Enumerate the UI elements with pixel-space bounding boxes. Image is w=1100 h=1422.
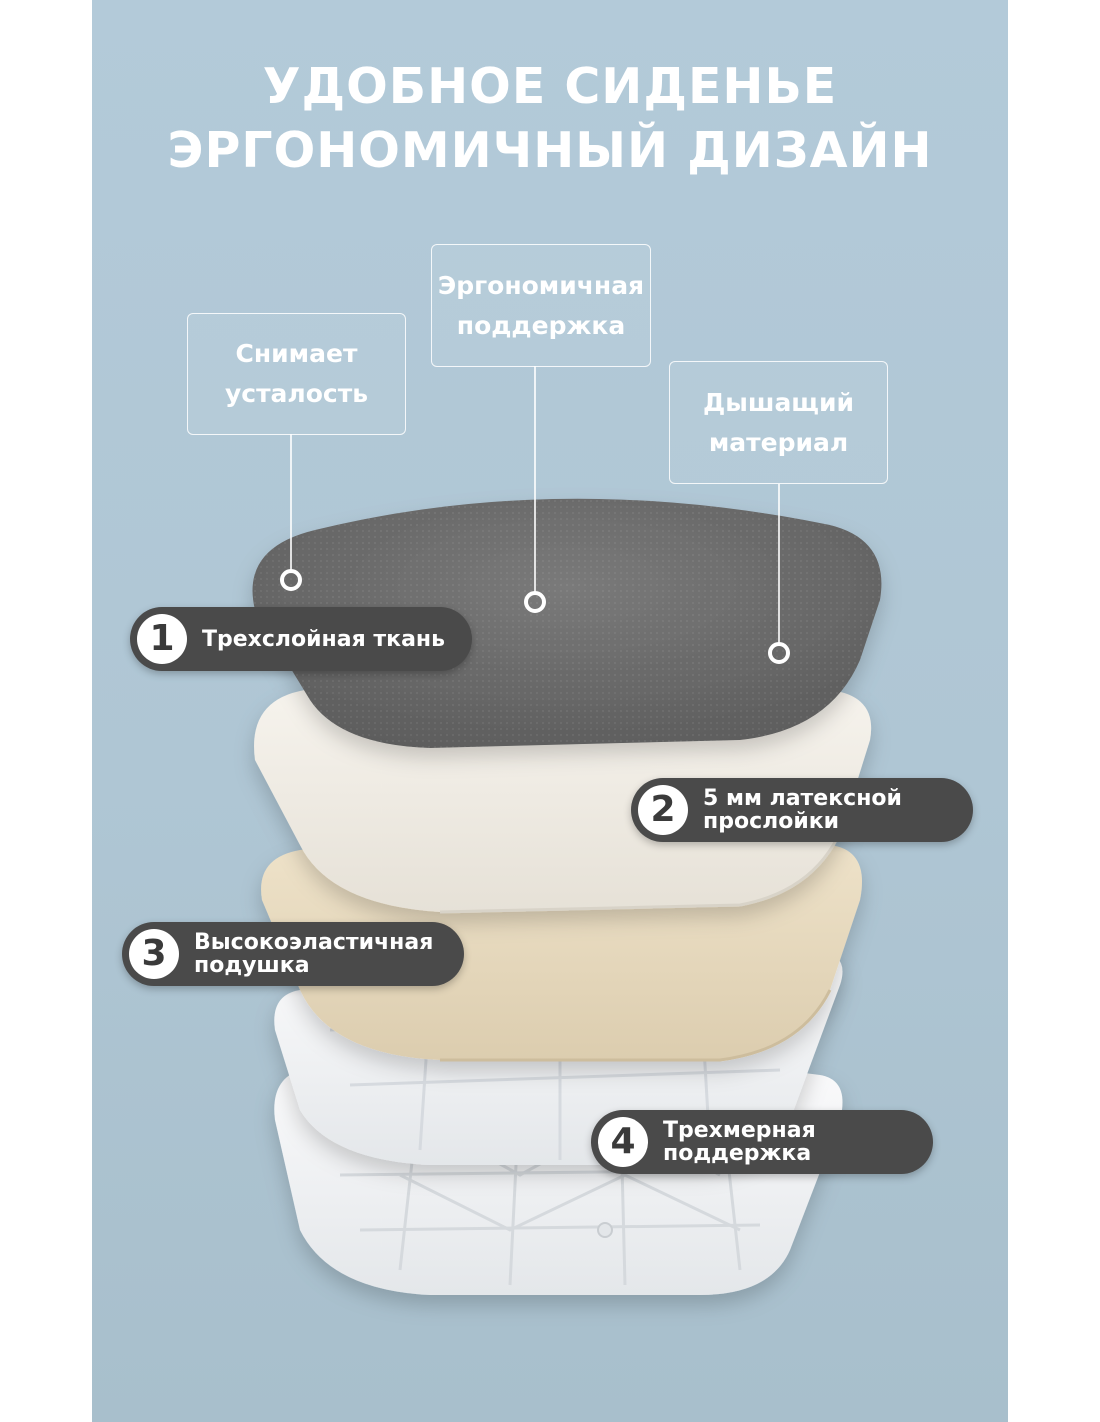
callout-marker-2 bbox=[524, 591, 546, 613]
callout-text: Дышащий bbox=[703, 387, 854, 417]
headline-line-1: УДОБНОЕ СИДЕНЬЕ bbox=[262, 58, 838, 115]
callout-text: поддержка bbox=[456, 310, 626, 340]
layer-number-badge: 3 bbox=[129, 929, 179, 979]
layer-label-1: 1 Трехслойная ткань bbox=[130, 607, 472, 671]
layer-label-text: 5 мм латексной прослойки bbox=[703, 778, 902, 842]
fabric-top-layer bbox=[252, 498, 882, 748]
layer-label-2: 2 5 мм латексной прослойки bbox=[631, 778, 973, 842]
headline-line-2: ЭРГОНОМИЧНЫЙ ДИЗАЙН bbox=[167, 122, 933, 179]
layer-label-line: прослойки bbox=[703, 809, 840, 834]
layer-label-line: поддержка bbox=[663, 1141, 812, 1166]
callout-text: Эргономичная bbox=[437, 270, 645, 300]
callout-marker-3 bbox=[768, 642, 790, 664]
layer-label-line: 5 мм латексной bbox=[703, 786, 902, 811]
callout-connectors bbox=[290, 366, 780, 643]
layer-number-badge: 4 bbox=[598, 1117, 648, 1167]
callout-fatigue-relief: Снимает усталость bbox=[187, 313, 406, 435]
layer-number-badge: 1 bbox=[137, 614, 187, 664]
layer-label-text: Трехмерная поддержка bbox=[663, 1110, 816, 1174]
layer-label-4: 4 Трехмерная поддержка bbox=[591, 1110, 933, 1174]
layer-label-3: 3 Высокоэластичная подушка bbox=[122, 922, 464, 986]
layer-label-text: Трехслойная ткань bbox=[202, 607, 445, 671]
layer-label-line: подушка bbox=[194, 953, 310, 978]
layer-label-line: Трехслойная ткань bbox=[202, 626, 446, 652]
callout-text: Снимает bbox=[235, 339, 358, 368]
callout-text: материал bbox=[708, 427, 849, 457]
layer-label-text: Высокоэластичная подушка bbox=[194, 922, 433, 986]
layer-label-line: Высокоэластичная bbox=[194, 930, 434, 955]
callout-text: усталость bbox=[224, 379, 369, 408]
callout-ergonomic-support: Эргономичная поддержка bbox=[431, 244, 651, 367]
layer-label-line: Трехмерная bbox=[663, 1118, 816, 1143]
callout-marker-1 bbox=[280, 569, 302, 591]
callout-breathable-material: Дышащий материал bbox=[669, 361, 888, 484]
layer-number-badge: 2 bbox=[638, 785, 688, 835]
